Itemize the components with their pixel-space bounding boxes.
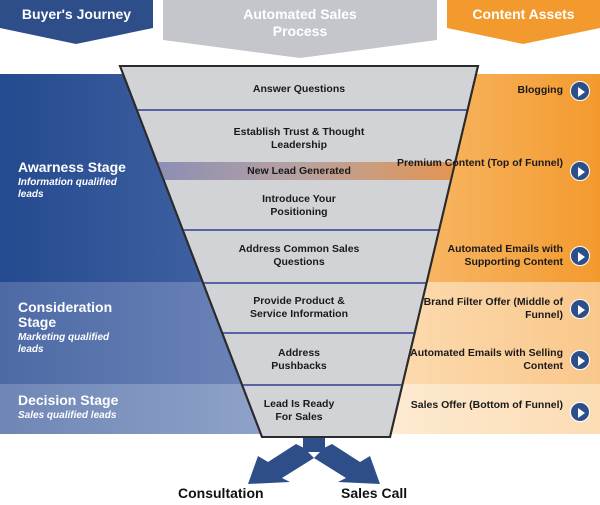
play-circle-icon[interactable] xyxy=(570,246,590,266)
decision-stage-title: Decision Stage xyxy=(18,392,119,408)
outcome-consultation: Consultation xyxy=(178,485,264,501)
funnel-step-product-info: Provide Product & Service Information xyxy=(249,295,349,320)
play-circle-icon[interactable] xyxy=(570,402,590,422)
funnel-step-pushbacks: Address Pushbacks xyxy=(271,347,327,372)
buyers-journey-header-bg xyxy=(0,0,153,44)
funnel-step-establish-trust: Establish Trust & Thought Leadership xyxy=(233,126,365,151)
awareness-stage-title: Awarness Stage xyxy=(18,159,126,175)
split-arrow-icon xyxy=(248,438,380,484)
consideration-stage: Consideration Stage Marketing qualified … xyxy=(18,300,128,356)
consideration-stage-subtitle: Marketing qualified leads xyxy=(18,332,110,355)
consideration-stage-title: Consideration Stage xyxy=(18,299,113,330)
asset-premium-content: Premium Content (Top of Funnel) xyxy=(396,157,563,169)
play-circle-icon[interactable] xyxy=(570,81,590,101)
play-circle-icon[interactable] xyxy=(570,299,590,319)
awareness-stage: Awarness Stage Information qualified lea… xyxy=(18,160,128,201)
buyers-journey-header: Buyer's Journey xyxy=(21,6,132,22)
outcome-sales-call: Sales Call xyxy=(341,485,408,501)
content-assets-header: Content Assets xyxy=(472,6,575,22)
awareness-stage-subtitle: Information qualified leads xyxy=(18,177,117,200)
decision-stage-subtitle: Sales qualified leads xyxy=(18,410,117,421)
funnel-step-answer-questions: Answer Questions xyxy=(252,83,346,95)
automated-sales-process-header: Automated Sales Process xyxy=(243,6,357,39)
asset-blogging: Blogging xyxy=(517,84,564,96)
asset-selling-emails: Automated Emails with Selling Content xyxy=(410,347,563,372)
lead-band-bg xyxy=(120,162,478,180)
funnel-step-introduce-positioning: Introduce Your Positioning xyxy=(262,193,336,218)
funnel-step-common-questions: Address Common Sales Questions xyxy=(238,243,360,268)
asset-sales-offer: Sales Offer (Bottom of Funnel) xyxy=(410,399,563,411)
funnel-dividers xyxy=(120,109,478,386)
funnel-step-ready-for-sales: Lead Is Ready For Sales xyxy=(263,398,335,423)
play-circle-icon[interactable] xyxy=(570,161,590,181)
play-circle-icon[interactable] xyxy=(570,350,590,370)
asset-brand-filter-offer: Brand Filter Offer (Middle of Funnel) xyxy=(423,296,563,321)
decision-stage: Decision Stage Sales qualified leads xyxy=(18,393,158,422)
content-assets-header-bg xyxy=(447,0,600,44)
asset-supporting-emails: Automated Emails with Supporting Content xyxy=(447,243,563,268)
lead-band-label: New Lead Generated xyxy=(247,165,351,177)
sales-process-header-bg xyxy=(163,0,437,58)
